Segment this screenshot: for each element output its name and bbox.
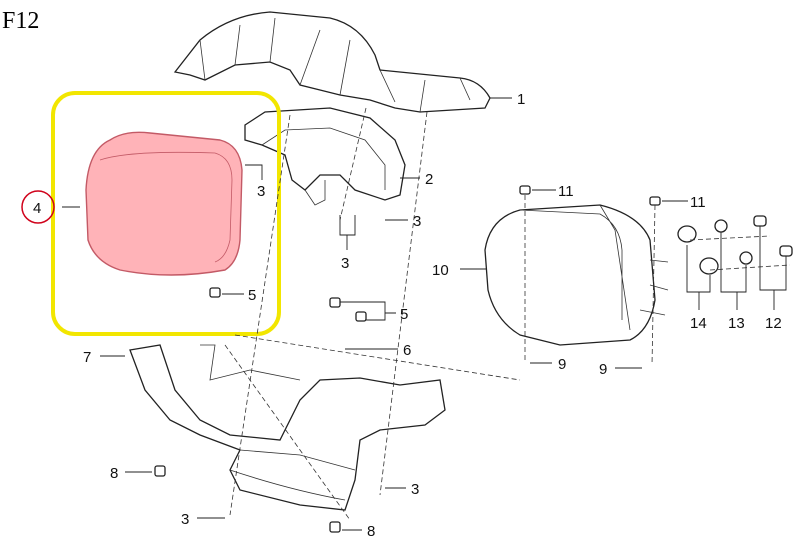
callout-1[interactable]: 1 — [517, 91, 525, 108]
part-lower-cover[interactable] — [129, 344, 446, 511]
collar-13a — [714, 219, 728, 233]
callout-2[interactable]: 2 — [425, 171, 433, 188]
callout-5[interactable]: 5 — [248, 287, 256, 304]
callout-labels: 1 2 3 3 3 3 3 4 5 5 6 7 8 8 9 9 10 11 11… — [33, 91, 782, 540]
callout-8[interactable]: 8 — [110, 465, 118, 482]
assembly-lines — [224, 107, 791, 521]
part-upper-cover[interactable] — [173, 11, 491, 113]
callout-8[interactable]: 8 — [367, 523, 375, 540]
callout-5[interactable]: 5 — [400, 306, 408, 323]
callout-4-circle — [21, 190, 55, 224]
callout-3[interactable]: 3 — [257, 183, 265, 200]
lens-shape — [85, 131, 243, 276]
callout-7[interactable]: 7 — [83, 349, 91, 366]
bolt-12b — [779, 245, 793, 257]
grommet-14a — [677, 225, 697, 243]
part-4-cover-highlighted[interactable] — [51, 91, 281, 336]
figure-id: F12 — [2, 8, 39, 34]
callout-14[interactable]: 14 — [690, 315, 707, 332]
callout-3[interactable]: 3 — [341, 255, 349, 272]
callout-11[interactable]: 11 — [558, 183, 574, 200]
collar-13b — [739, 251, 753, 265]
callout-3[interactable]: 3 — [411, 481, 419, 498]
part-meter-bracket[interactable] — [244, 107, 406, 206]
callout-3[interactable]: 3 — [181, 511, 189, 528]
callout-13[interactable]: 13 — [728, 315, 745, 332]
bolt-12a — [753, 215, 767, 227]
callout-3[interactable]: 3 — [413, 213, 421, 230]
callout-11[interactable]: 11 — [690, 194, 706, 211]
callout-9[interactable]: 9 — [599, 361, 607, 378]
callout-10[interactable]: 10 — [432, 262, 449, 279]
callout-12[interactable]: 12 — [765, 315, 782, 332]
part-headlight[interactable] — [484, 204, 669, 346]
grommet-14b — [699, 257, 719, 275]
callout-9[interactable]: 9 — [558, 356, 566, 373]
leader-lines — [62, 97, 787, 531]
callout-4[interactable]: 4 — [33, 200, 41, 217]
callout-6[interactable]: 6 — [403, 342, 411, 359]
